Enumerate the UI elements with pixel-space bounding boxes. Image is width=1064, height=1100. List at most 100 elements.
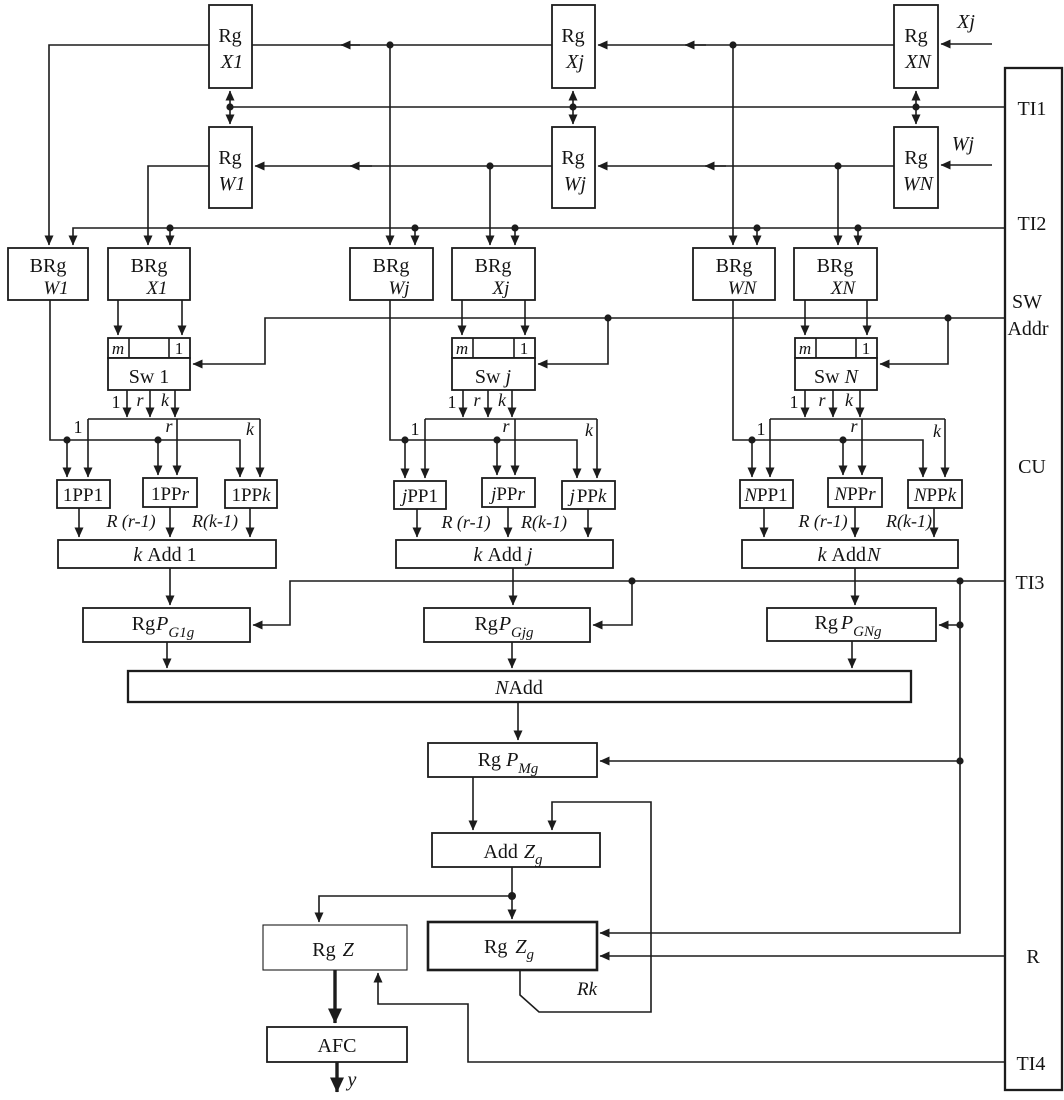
swn-out-1: 1 — [790, 392, 799, 412]
brg-w1-label: BRg — [30, 255, 67, 277]
wire-to-rgz — [314, 895, 512, 923]
rg-xn-label: Rg — [904, 25, 927, 47]
tapn-1: 1 — [757, 419, 766, 439]
wire — [537, 318, 609, 369]
nadd-box — [126, 669, 913, 704]
sw1-cell-1: 1 — [175, 339, 184, 358]
swj-cell-m: m — [456, 339, 468, 358]
cu-ti4-label: TI4 — [1017, 1053, 1046, 1075]
pp-jpp1-label: jPP1 — [399, 486, 438, 507]
brg-wn-box — [692, 247, 776, 301]
rg-xj-var: Xj — [565, 51, 584, 73]
swj-box — [451, 357, 536, 391]
brg-x1-label: BRg — [131, 255, 168, 277]
pp-1ppr-label: 1PPr — [151, 484, 190, 505]
wires-ti2 — [68, 227, 1005, 246]
tap1-k: k — [246, 419, 255, 439]
rgz-box — [262, 924, 408, 971]
sw1-box — [107, 357, 191, 391]
pp-nppr-box — [827, 477, 883, 508]
rg-xj-box — [551, 4, 596, 89]
tap1-r: r — [165, 416, 173, 436]
swj-out-k: k — [498, 390, 507, 410]
sw1-cell-m: m — [112, 339, 124, 358]
input-wj-label: Wj — [952, 133, 975, 155]
wire-ti2-bus — [68, 227, 1005, 246]
tapn-k: k — [933, 421, 942, 441]
cu-ti1-label: TI1 — [1018, 98, 1047, 120]
rgpgjg-label: RgPGjg — [474, 613, 534, 641]
pp-npp1-label: NPP1 — [743, 485, 787, 506]
swn-cell-1: 1 — [862, 339, 871, 358]
pp-jppr-label: jPPr — [488, 484, 525, 505]
shift-k-gj: R(k-1) — [520, 512, 567, 533]
wire-rk-feedback — [519, 801, 652, 1013]
control-unit-box — [1003, 66, 1064, 1092]
kadd1-box — [57, 539, 277, 569]
rg-wj-var: Wj — [564, 173, 587, 195]
brg-wj-var: Wj — [388, 278, 409, 299]
wires-pp-to-kadd — [74, 507, 939, 538]
cu-r-label: R — [1026, 946, 1040, 968]
shift-r-gn: R (r-1) — [797, 511, 847, 532]
brg-wj-box — [349, 247, 434, 301]
brg-xn-var: XN — [830, 278, 857, 299]
rgpgjg-box — [423, 607, 591, 643]
rg-wj-box — [551, 126, 596, 209]
shift-r-gj: R (r-1) — [440, 512, 490, 533]
tap1-1: 1 — [74, 417, 83, 437]
wires-ti3 — [252, 580, 1005, 938]
swj-out-1: 1 — [448, 392, 457, 412]
kaddj-box — [395, 539, 614, 569]
afc-label: AFC — [318, 1035, 357, 1057]
wires-sw-addr — [192, 317, 1005, 369]
brg-wn-label: BRg — [716, 255, 753, 277]
pp-jppk-box — [561, 480, 616, 510]
swj-out-r: r — [473, 390, 481, 410]
rgpg1g-box — [82, 607, 251, 643]
wire-ti4 — [373, 972, 1005, 1063]
rg-xn-box — [893, 4, 939, 89]
cu-addr-label: Addr — [1007, 318, 1048, 340]
afc-box — [266, 1026, 408, 1063]
wire — [879, 318, 949, 369]
swn-out-r: r — [818, 390, 826, 410]
rg-wn-label: Rg — [904, 147, 927, 169]
tapj-1: 1 — [411, 419, 420, 439]
wires-accumulator — [314, 702, 1005, 1093]
brg-x1-var: X1 — [145, 278, 167, 299]
pp-1pp1-label: 1PP1 — [63, 485, 103, 506]
shift-k-g1: R(k-1) — [191, 511, 238, 532]
rg-x1-label: Rg — [218, 25, 241, 47]
pp-1ppr-box — [142, 477, 198, 508]
swn-cell-m: m — [799, 339, 811, 358]
nadd-label: NAdd — [494, 677, 543, 699]
junction-dots — [63, 41, 964, 900]
wires-w-chain — [143, 160, 992, 246]
tapn-r: r — [850, 416, 858, 436]
brg-xj-box — [451, 247, 536, 301]
pp-1ppk-label: 1PPk — [231, 485, 271, 506]
rgpg1g-label: RgPG1g — [132, 613, 195, 641]
sw1-block — [107, 337, 191, 391]
swn-box — [794, 357, 878, 391]
tapj-k: k — [585, 420, 594, 440]
pp-nppk-box — [907, 479, 963, 509]
rg-w1-label: Rg — [218, 147, 241, 169]
rgzg-box — [426, 920, 599, 972]
cu-sw-label: SW — [1012, 291, 1042, 313]
tapj-r: r — [502, 416, 510, 436]
cu-ti2-label: TI2 — [1018, 213, 1047, 235]
brg-wj-label: BRg — [373, 255, 410, 277]
input-xj-label: Xj — [956, 11, 975, 33]
rg-wj-label: Rg — [561, 147, 584, 169]
